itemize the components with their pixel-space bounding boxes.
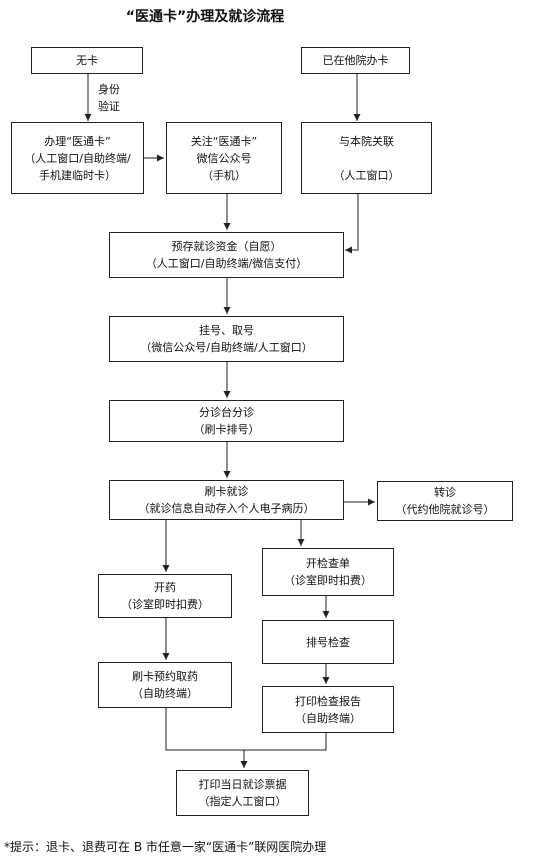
node-pickup-medicine: 刷卡预约取药 （自助终端） <box>98 662 232 708</box>
node-register: 挂号、取号 （微信公众号/自助终端/人工窗口） <box>109 316 344 362</box>
node-queue-exam: 排号检查 <box>262 620 394 664</box>
node-text-line: 无卡 <box>76 54 98 67</box>
node-text-line: （诊室即时扣费） <box>121 598 209 611</box>
node-text-line: 手机建临时卡） <box>39 168 116 182</box>
node-text-line: （指定人工窗口） <box>198 795 287 808</box>
node-text-line: 排号检查 <box>306 635 350 649</box>
node-follow-wechat: 关注“医通卡” 微信公众号 （手机） <box>166 122 282 194</box>
label-line: 验证 <box>98 100 120 113</box>
node-text-line: （人工窗口） <box>333 168 400 182</box>
node-text-line: （刷卡排号） <box>193 423 260 436</box>
node-visit: 刷卡就诊 （就诊信息自动存入个人电子病历） <box>109 480 344 520</box>
node-text-line: 办理“医通卡” <box>44 134 111 148</box>
node-text-line: （自助终端） <box>295 711 361 725</box>
node-card-from-other-hospital: 已在他院办卡 <box>301 47 410 74</box>
node-text-line: 微信公众号 <box>196 151 252 165</box>
node-text-line: 开检查单 <box>306 557 350 570</box>
node-text-line: 开药 <box>154 581 176 594</box>
footnote: *提示：退卡、退费可在 B 市任意一家“医通卡”联网医院办理 <box>4 840 327 854</box>
node-text-line: 分诊台分诊 <box>199 406 254 419</box>
node-text-line: （人工窗口/自助终端/微信支付） <box>145 257 308 270</box>
node-text-line: 刷卡预约取药 <box>132 670 198 683</box>
node-text-line: 刷卡就诊 <box>204 485 249 498</box>
node-prescribe: 开药 （诊室即时扣费） <box>98 574 232 618</box>
node-text-line: 关注“医通卡” <box>190 134 258 148</box>
node-apply-card: 办理“医通卡” （人工窗口/自助终端/手机建临时卡） <box>11 122 144 194</box>
node-triage: 分诊台分诊 （刷卡排号） <box>109 400 344 442</box>
label-identity-verification: 身份 验证 <box>98 81 120 115</box>
node-print-receipt: 打印当日就诊票据 （指定人工窗口） <box>176 770 309 816</box>
node-print-report: 打印检查报告 （自助终端） <box>262 686 394 733</box>
node-text-line: 与本院关联 <box>339 134 394 148</box>
node-link-hospital: 与本院关联 （人工窗口） <box>301 122 432 194</box>
node-text-line: 打印检查报告 <box>295 694 361 708</box>
node-text-line <box>365 150 369 167</box>
node-text-line: 转诊 <box>434 486 456 499</box>
node-prepay-funds: 预存就诊资金（自愿） （人工窗口/自助终端/微信支付） <box>109 232 344 278</box>
node-text-line: （诊室即时扣费） <box>284 574 372 587</box>
node-text-line: 已在他院办卡 <box>322 54 389 67</box>
node-text-line: （人工窗口/自助终端/ <box>24 151 131 165</box>
node-no-card: 无卡 <box>31 47 143 74</box>
node-exam-order: 开检查单 （诊室即时扣费） <box>262 548 394 596</box>
node-text-line: （手机） <box>202 168 246 182</box>
page-title: “医通卡”办理及就诊流程 <box>125 9 285 25</box>
label-line: 身份 <box>98 83 120 96</box>
arrow-link-prepay <box>345 194 359 254</box>
node-referral: 转诊 （代约他院就诊号） <box>377 481 513 521</box>
node-text-line: 挂号、取号 <box>199 324 254 337</box>
node-text-line: （就诊信息自动存入个人电子病历） <box>138 502 315 515</box>
node-text-line: 预存就诊资金（自愿） <box>171 240 282 253</box>
node-text-line: （微信公众号/自助终端/人工窗口） <box>140 341 313 354</box>
node-text-line: 打印当日就诊票据 <box>198 778 287 791</box>
node-text-line: （代约他院就诊号） <box>395 503 495 516</box>
node-text-line: （自助终端） <box>132 687 198 700</box>
arrow-merge-receipt <box>165 708 327 751</box>
